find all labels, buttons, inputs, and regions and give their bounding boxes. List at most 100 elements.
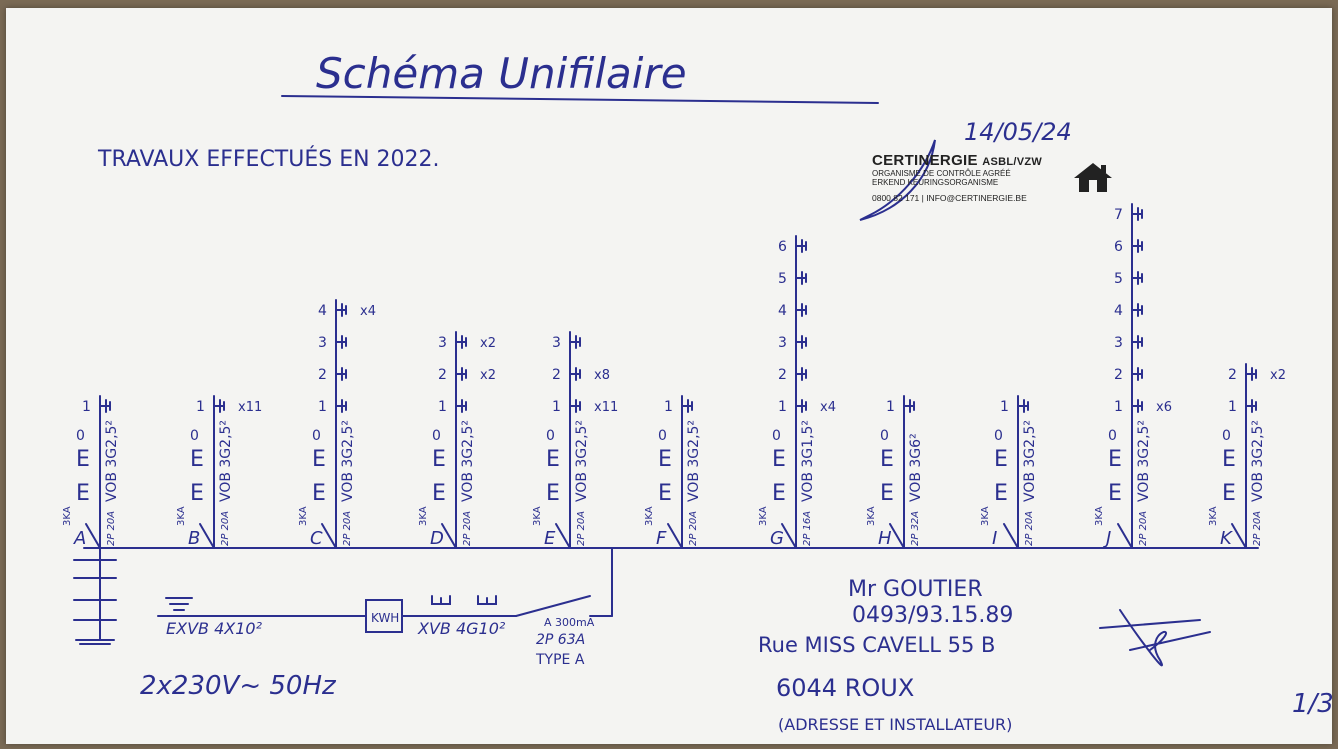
circuit-letter: H [878,528,892,549]
breaker-ka: 3KA [532,506,543,526]
outlet-symbol [1131,271,1143,285]
point-number: 1 [1000,399,1009,415]
point-number: 1 [552,399,561,415]
cable-spec: VOB 3G2,5² [574,420,590,502]
outlet-symbol [1131,207,1143,221]
breaker-rating: 2P 20A [1252,511,1263,546]
breaker-switch [1117,523,1133,549]
point-number: 1 [438,399,447,415]
cable-spec: VOB 3G2,5² [218,420,234,502]
point-number: 3 [778,335,787,351]
earth-mark: 0 [312,428,321,444]
customer-city: 6044 ROUX [776,674,914,702]
earth-mark: E [1108,447,1122,472]
point-number: 1 [82,399,91,415]
earth-mark: E [658,447,672,472]
breaker-ka: 3KA [758,506,769,526]
outlet-symbol [455,399,467,413]
earth-mark: E [312,447,326,472]
earth-mark: 0 [658,428,667,444]
page-number: 1/3 [1292,689,1332,719]
stamp-line2: ERKEND KEURINGSORGANISME [872,178,999,187]
outlet-symbol [1131,399,1143,413]
breaker-switch [1003,523,1019,549]
meter-label: KWH [371,611,399,625]
point-number: 1 [664,399,673,415]
circuit-letter: F [656,528,667,549]
earth-mark: E [76,447,90,472]
earth-mark: E [190,481,204,506]
outlet-symbol [795,399,807,413]
outlet-symbol [99,399,111,413]
outlet-symbol [455,335,467,349]
earth-mark: E [312,481,326,506]
diagram-title: Schéma Unifilaire [316,49,687,98]
earth-mark: E [546,447,560,472]
earth-mark: 0 [880,428,889,444]
point-quantity: x4 [360,304,376,319]
point-number: 4 [1114,303,1123,319]
meter-box [365,599,403,633]
point-number: 2 [552,367,561,383]
customer-phone: 0493/93.15.89 [852,603,1013,628]
breaker-switch [555,523,571,549]
main-breaker-rating: 2P 63A [536,632,585,648]
outlet-symbol [1131,367,1143,381]
point-number: 2 [438,367,447,383]
breaker-ka: 3KA [62,506,73,526]
house-icon [1074,163,1112,192]
breaker-switch [85,523,101,549]
certinergie-stamp: CERTINERGIE ASBL/VZW ORGANISME DE CONTRÔ… [872,152,1102,232]
cable-spec: VOB 3G2,5² [104,420,120,502]
circuit-letter: B [188,528,200,549]
point-number: 1 [778,399,787,415]
earth-mark: 0 [432,428,441,444]
breaker-ka: 3KA [644,506,655,526]
breaker-ka: 3KA [418,506,429,526]
breaker-switch [781,523,797,549]
cable-spec: VOB 3G6² [908,433,924,502]
earth-cable-label: EXVB 4X10² [166,619,263,638]
outlet-symbol [569,335,581,349]
main-breaker-switch [515,595,591,617]
breaker-switch [1231,523,1247,549]
point-number: 3 [438,335,447,351]
main-breaker-type: TYPE A [535,652,585,668]
earth-mark: 0 [1108,428,1117,444]
outlet-symbol [335,367,347,381]
point-number: 4 [318,303,327,319]
breaker-rating: 2P 20A [1024,511,1035,546]
circuit-letter: C [310,528,323,549]
point-number: 1 [1228,399,1237,415]
outlet-symbol [569,367,581,381]
customer-note: (ADRESSE ET INSTALLATEUR) [778,715,1012,734]
point-number: 1 [886,399,895,415]
title-underline [281,95,879,104]
breaker-ka: 3KA [298,506,309,526]
earth-mark: E [546,481,560,506]
outlet-symbol [1017,399,1029,413]
point-quantity: x2 [480,368,496,383]
circuit-letter: D [430,528,444,549]
inspector-signature [859,139,936,221]
earth-mark: E [432,447,446,472]
breaker-rating: 2P 32A [910,511,921,546]
breaker-rating: 2P 20A [220,511,231,546]
cable-spec: VOB 3G2,5² [460,420,476,502]
supply-voltage: 2x230V~ 50Hz [140,671,337,701]
point-quantity: x2 [1270,368,1286,383]
earth-mark: E [1222,447,1236,472]
earth-mark: 0 [76,428,85,444]
stamp-contact: 0800 82 171 | INFO@CERTINERGIE.BE [872,193,1027,203]
point-number: 3 [552,335,561,351]
breaker-rating: 2P 20A [576,511,587,546]
earth-mark: E [76,481,90,506]
earth-mark: E [1108,481,1122,506]
point-number: 1 [196,399,205,415]
point-number: 2 [778,367,787,383]
